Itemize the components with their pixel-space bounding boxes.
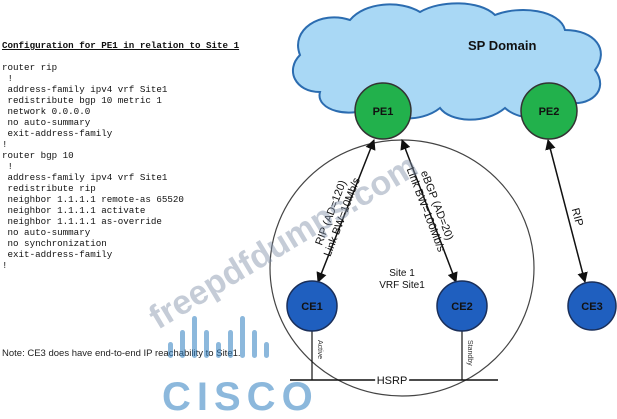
config-line: address-family ipv4 vrf Site1 bbox=[2, 172, 168, 183]
ce2-router[interactable]: CE2 bbox=[436, 280, 488, 332]
pe2-rip-link-label: RIP bbox=[569, 207, 585, 228]
config-line: router bgp 10 bbox=[2, 150, 74, 161]
link-pe2-ce3 bbox=[545, 138, 588, 284]
watermark-text: freepdfdumps.com bbox=[143, 147, 425, 337]
config-line: network 0.0.0.0 bbox=[2, 106, 91, 117]
config-line: no synchronization bbox=[2, 238, 107, 249]
config-line: ! bbox=[2, 260, 8, 271]
cisco-bars-icon bbox=[168, 316, 269, 358]
pe1-label: PE1 bbox=[373, 106, 394, 118]
ce1-router[interactable]: CE1 bbox=[286, 280, 338, 332]
pe2-label: PE2 bbox=[539, 106, 560, 118]
cloud-label: SP Domain bbox=[468, 38, 536, 53]
config-line: ! bbox=[2, 161, 14, 172]
config-line: redistribute rip bbox=[2, 183, 96, 194]
config-line: neighbor 1.1.1.1 activate bbox=[2, 205, 146, 216]
cisco-wordmark: CISCO bbox=[162, 375, 319, 419]
config-line: exit-address-family bbox=[2, 249, 113, 260]
active-label: Active bbox=[316, 340, 323, 359]
ce3-label: CE3 bbox=[581, 301, 602, 313]
hsrp-label: HSRP bbox=[377, 375, 408, 387]
config-line: ! bbox=[2, 73, 14, 84]
link-pe1-ce2 bbox=[400, 139, 458, 283]
config-line: no auto-summary bbox=[2, 227, 91, 238]
config-line: exit-address-family bbox=[2, 128, 113, 139]
site1-vrf-label: VRF Site1 bbox=[379, 280, 425, 291]
config-line: no auto-summary bbox=[2, 117, 91, 128]
config-title: Configuration for PE1 in relation to Sit… bbox=[2, 40, 240, 51]
site1-label: Site 1 bbox=[389, 268, 415, 279]
pe2-router[interactable]: PE2 bbox=[520, 82, 578, 140]
ce1-label: CE1 bbox=[301, 301, 322, 313]
standby-label: Standby bbox=[466, 340, 473, 366]
config-line: address-family ipv4 vrf Site1 bbox=[2, 84, 168, 95]
config-line: router rip bbox=[2, 62, 58, 73]
ce3-router[interactable]: CE3 bbox=[567, 281, 617, 331]
link-pe1-ce1 bbox=[316, 139, 376, 283]
pe1-router[interactable]: PE1 bbox=[354, 82, 412, 140]
config-line: neighbor 1.1.1.1 remote-as 65520 bbox=[2, 194, 184, 205]
pe2-rip-label: RIP bbox=[569, 207, 585, 228]
note-text: Note: CE3 does have end-to-end IP reacha… bbox=[2, 348, 241, 359]
ce2-label: CE2 bbox=[451, 301, 472, 313]
config-line: redistribute bgp 10 metric 1 bbox=[2, 95, 162, 106]
config-line: neighbor 1.1.1.1 as-override bbox=[2, 216, 162, 227]
config-line: ! bbox=[2, 139, 8, 150]
config-listing: Configuration for PE1 in relation to Sit… bbox=[2, 40, 270, 271]
cisco-logo: CISCO bbox=[162, 316, 319, 419]
